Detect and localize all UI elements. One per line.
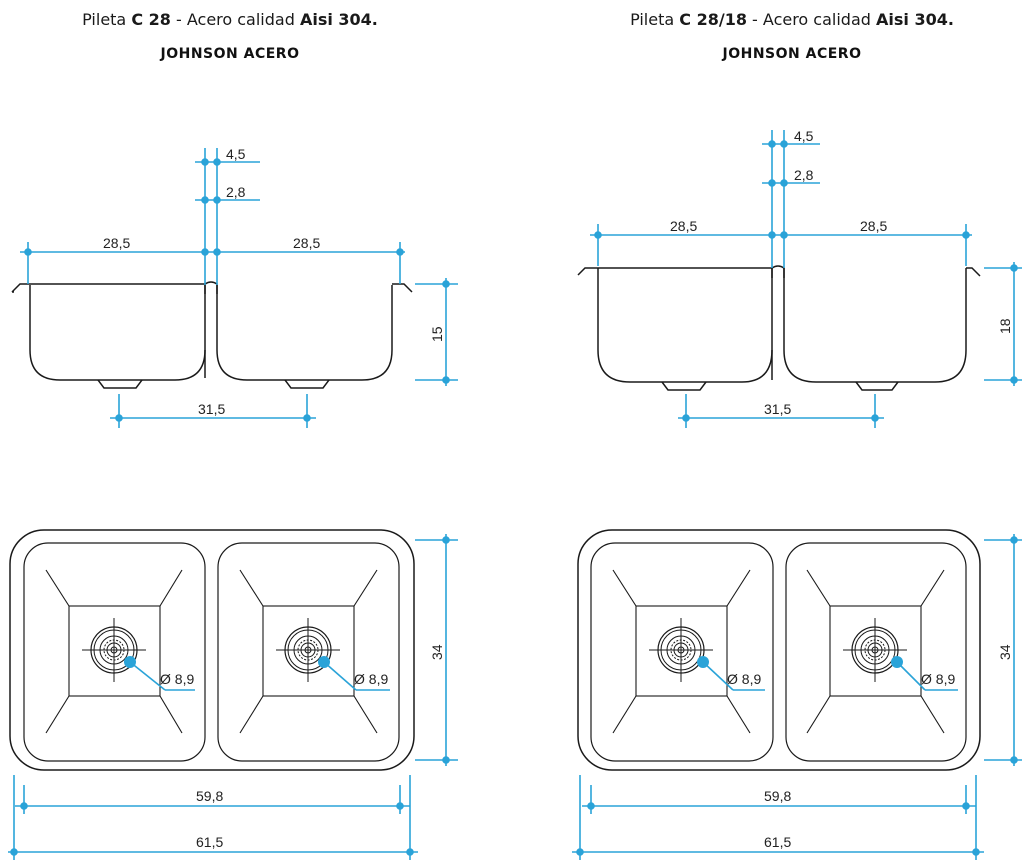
right-drain-spacing-label: 31,5 <box>764 401 791 417</box>
right-rim-b-label: 2,8 <box>794 167 814 183</box>
right-drain-1-icon <box>648 617 714 683</box>
right-depth-label: 18 <box>997 318 1013 334</box>
left-top-dimensions <box>8 534 458 860</box>
right-drain-2-icon <box>842 617 908 683</box>
left-brand-label: JOHNSON ACERO <box>160 46 300 62</box>
left-drain-2-diameter: Ø 8,9 <box>354 671 388 687</box>
right-sink-title: Pileta C 28/18 - Acero calidad Aisi 304. <box>630 10 954 29</box>
left-drain-spacing-label: 31,5 <box>198 401 225 417</box>
right-inner-width-label: 59,8 <box>764 788 791 804</box>
right-side-view <box>577 265 981 391</box>
right-top-dimensions <box>572 534 1022 860</box>
right-top-view <box>577 529 981 771</box>
left-width-right-label: 28,5 <box>293 235 320 251</box>
left-depth-label: 15 <box>429 326 445 342</box>
left-top-view <box>9 529 415 771</box>
left-rim-a-label: 4,5 <box>226 146 246 162</box>
left-drain-2-icon <box>275 617 341 683</box>
right-side-dimensions <box>590 130 1022 428</box>
right-width-right-label: 28,5 <box>860 218 887 234</box>
left-outer-width-label: 61,5 <box>196 834 223 850</box>
left-sink-title: Pileta C 28 - Acero calidad Aisi 304. <box>82 10 378 29</box>
left-dimension-labels: 4,5 2,8 28,5 28,5 15 31,5 Ø 8,9 Ø 8,9 34… <box>103 146 445 850</box>
left-rim-b-label: 2,8 <box>226 184 246 200</box>
left-drain-1-icon <box>81 617 147 683</box>
right-width-left-label: 28,5 <box>670 218 697 234</box>
right-drain-1-diameter: Ø 8,9 <box>727 671 761 687</box>
left-width-left-label: 28,5 <box>103 235 130 251</box>
right-dimension-labels: 4,5 2,8 28,5 28,5 18 31,5 Ø 8,9 Ø 8,9 34… <box>670 128 1013 850</box>
right-height-label: 34 <box>997 644 1013 660</box>
right-outer-width-label: 61,5 <box>764 834 791 850</box>
left-height-label: 34 <box>429 644 445 660</box>
left-side-view <box>11 281 413 389</box>
left-drain-1-diameter: Ø 8,9 <box>160 671 194 687</box>
left-inner-width-label: 59,8 <box>196 788 223 804</box>
left-side-dimensions <box>20 148 458 428</box>
right-rim-a-label: 4,5 <box>794 128 814 144</box>
right-brand-label: JOHNSON ACERO <box>722 46 862 62</box>
right-drain-2-diameter: Ø 8,9 <box>921 671 955 687</box>
